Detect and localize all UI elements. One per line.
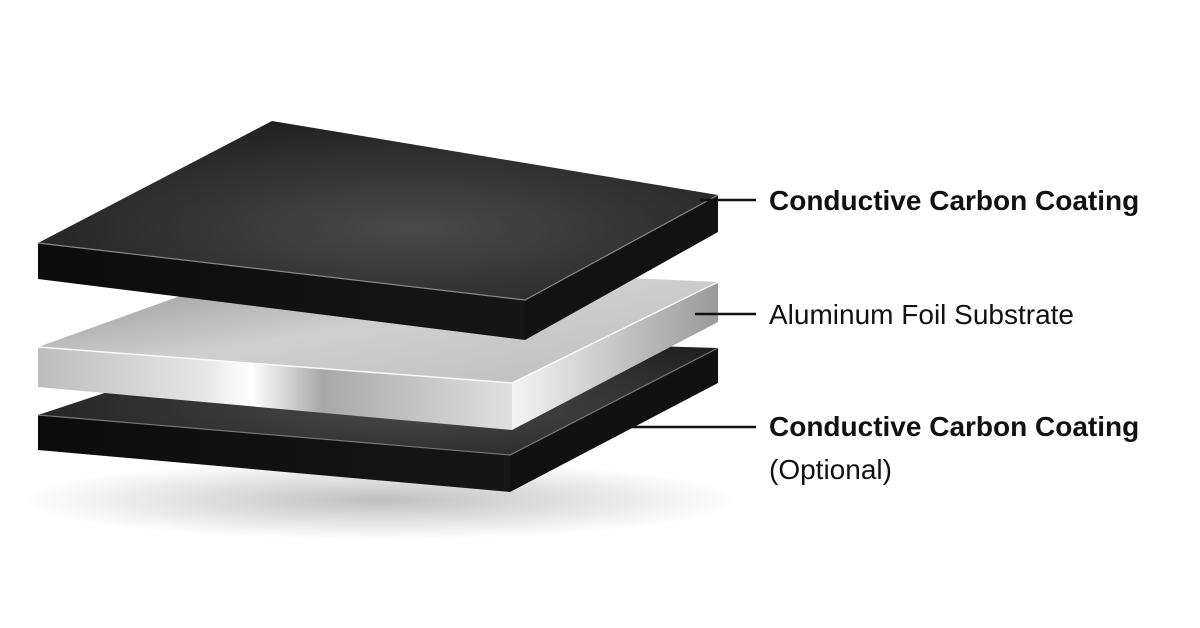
label-bottom-carbon-coating: Conductive Carbon Coating bbox=[769, 411, 1140, 442]
drop-shadow bbox=[20, 460, 740, 540]
top-carbon-layer bbox=[37, 121, 719, 340]
label-optional: (Optional) bbox=[769, 454, 892, 485]
label-aluminum-foil: Aluminum Foil Substrate bbox=[769, 299, 1075, 330]
label-top-carbon-coating: Conductive Carbon Coating bbox=[769, 185, 1140, 216]
